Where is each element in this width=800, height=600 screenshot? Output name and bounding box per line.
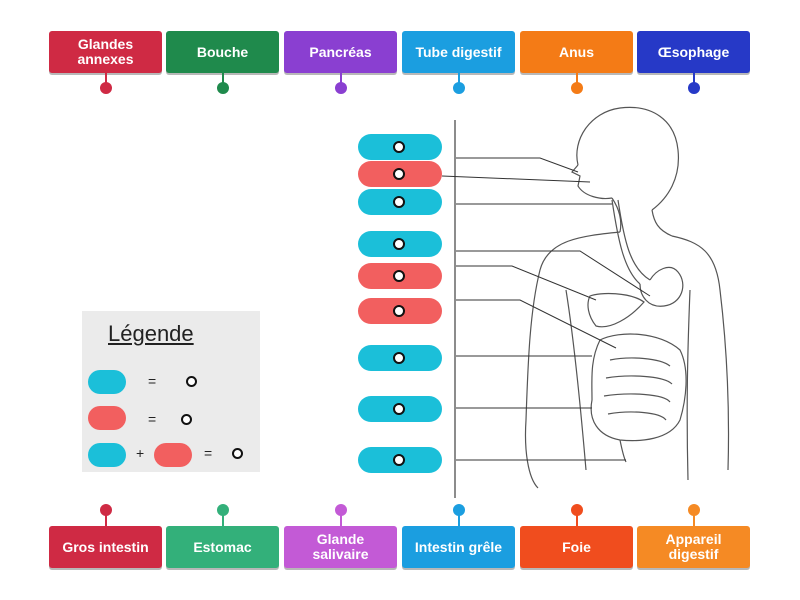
legend-ring [181, 414, 192, 425]
legend-ring [186, 376, 197, 387]
tile-intestin-grele[interactable]: Intestin grêle [402, 526, 515, 568]
pin-dot [335, 504, 347, 516]
pin-stem [458, 515, 460, 526]
drop-slot-6[interactable] [358, 298, 442, 324]
legend-title: Légende [108, 321, 194, 346]
tile-glandes-annexes[interactable]: Glandes annexes [49, 31, 162, 73]
drop-slot-9[interactable] [358, 447, 442, 473]
pin-dot [688, 504, 700, 516]
body-outline [454, 106, 730, 498]
pin-stem [458, 73, 460, 84]
drop-slot-3[interactable] [358, 189, 442, 215]
drop-slot-5[interactable] [358, 263, 442, 289]
drop-slot-4[interactable] [358, 231, 442, 257]
drop-slot-1[interactable] [358, 134, 442, 160]
legend-ring [232, 448, 243, 459]
pin-dot [100, 82, 112, 94]
drop-slot-8[interactable] [358, 396, 442, 422]
tile-estomac[interactable]: Estomac [166, 526, 279, 568]
pin-dot [453, 504, 465, 516]
slot-ring [393, 352, 405, 364]
slot-ring [393, 270, 405, 282]
tile-gros-intestin[interactable]: Gros intestin [49, 526, 162, 568]
legend-plus: + [136, 445, 145, 461]
tile-anus[interactable]: Anus [520, 31, 633, 73]
pin-dot [335, 82, 347, 94]
pin-dot [571, 82, 583, 94]
tile-oesophage[interactable]: Œsophage [637, 31, 750, 73]
slot-ring [393, 403, 405, 415]
tile-foie[interactable]: Foie [520, 526, 633, 568]
pin-stem [340, 515, 342, 526]
legend-blue-pill [88, 443, 126, 467]
legend-equals: = [204, 445, 213, 461]
slot-ring [393, 238, 405, 250]
legend-red-pill [154, 443, 192, 467]
tile-appareil-digestif[interactable]: Appareil digestif [637, 526, 750, 568]
pin-dot [453, 82, 465, 94]
pin-stem [693, 73, 695, 84]
pin-dot [217, 504, 229, 516]
slot-ring [393, 196, 405, 208]
slot-ring [393, 305, 405, 317]
legend-equals: = [148, 411, 157, 427]
slot-ring [393, 168, 405, 180]
slot-ring [393, 141, 405, 153]
pin-dot [100, 504, 112, 516]
legend-box: Légende = = + = [82, 311, 260, 472]
pin-stem [222, 515, 224, 526]
pin-stem [105, 73, 107, 84]
pin-dot [217, 82, 229, 94]
pin-stem [693, 515, 695, 526]
pin-dot [571, 504, 583, 516]
tile-bouche[interactable]: Bouche [166, 31, 279, 73]
legend-blue-pill [88, 370, 126, 394]
tile-tube-digestif[interactable]: Tube digestif [402, 31, 515, 73]
pin-stem [576, 73, 578, 84]
pin-stem [340, 73, 342, 84]
legend-equals: = [148, 373, 157, 389]
pin-dot [688, 82, 700, 94]
legend-red-pill [88, 406, 126, 430]
tile-pancreas[interactable]: Pancréas [284, 31, 397, 73]
tile-glande-salivaire[interactable]: Glande salivaire [284, 526, 397, 568]
drop-slot-2[interactable] [358, 161, 442, 187]
slot-ring [393, 454, 405, 466]
pin-stem [105, 515, 107, 526]
pin-stem [576, 515, 578, 526]
leader-lines [441, 157, 651, 461]
pin-stem [222, 73, 224, 84]
drop-slot-7[interactable] [358, 345, 442, 371]
